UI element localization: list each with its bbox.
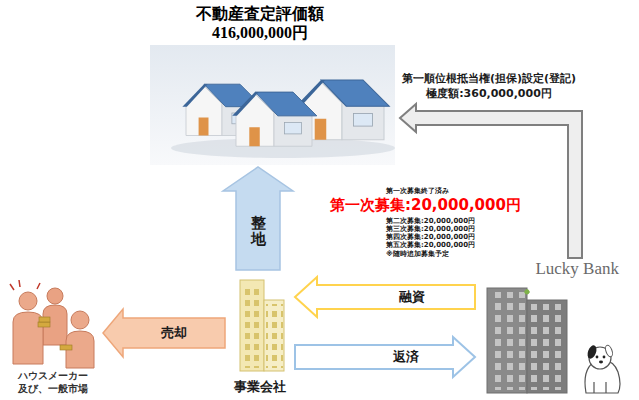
highlight-note: 第一次募集:20,000,000円 [330,196,521,215]
arrow-label: 返済 [392,349,420,365]
dog-ear [586,344,598,360]
arrow-label: 整地 [250,214,267,247]
arrow-label: 融資 [398,289,426,305]
money-stack [38,322,50,327]
business-company-building [240,280,284,371]
illustrated-node: 不動産査定評価額416,000,000円 [150,2,400,167]
building-wing [527,300,567,393]
block-arrow [103,309,225,357]
block-arrow [295,277,475,317]
offering-note: 第五次募集:20,000,000円 [386,240,475,250]
offering-note: 第二次募集:20,000,000円 [386,216,475,226]
building-tower [487,288,527,393]
building-windows [529,304,565,390]
illustrated-node: ハウスメーカー 及び、一般市場 [3,275,103,397]
house-middle [232,92,317,146]
person-head [19,292,37,310]
dog-eye [603,356,606,359]
dog-legs [594,382,606,393]
arrow-label: 第一順位根抵当権(担保)設定(登記) 極度額:360,000,000円 [398,72,580,102]
house-maker-figures [10,280,94,368]
money-stack [39,317,50,322]
dog-nose [599,361,603,364]
node-text: Lucky Bank [535,259,619,279]
person-head [71,311,89,329]
arrow-label: 売却 [160,325,188,341]
bank-logo-leaf [524,289,530,295]
building-wing [264,300,284,371]
illustrated-node: Lucky Bank [475,258,625,398]
offering-note: 第三次募集:20,000,000円 [386,224,475,234]
block-arrow [223,167,293,270]
dog-eye [596,356,599,359]
building-windows [266,304,283,368]
excitement-lines [10,280,40,290]
building-windows [489,292,525,390]
offering-note: 第一次募集終了済み [386,186,449,196]
person-head [47,288,63,304]
illustrated-node: 事業会社 [225,270,295,397]
node-text: ハウスメーカー 及び、一般市場 [13,370,93,395]
money-stack [60,345,72,350]
block-arrow [295,337,475,377]
dog-ear [604,344,614,357]
node-text: 事業会社 [234,379,286,395]
offering-note: 第四次募集:20,000,000円 [386,232,475,242]
node-text: 416,000,000円 [212,23,308,42]
dog-mascot [585,344,620,393]
person-body [13,312,43,364]
node-text: 不動産査定評価額 [196,4,324,23]
offering-note: ※随時追加募集予定 [386,249,449,259]
bank-building [487,288,567,393]
building-tower [240,280,264,371]
houses-background [150,45,395,165]
building-windows [242,284,262,368]
